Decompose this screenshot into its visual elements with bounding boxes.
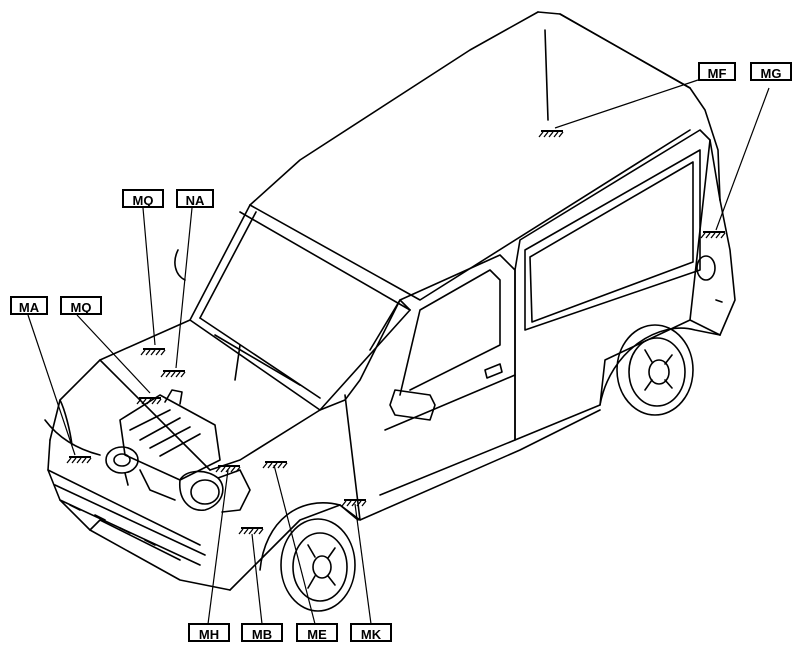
ground-symbol-icon — [66, 456, 92, 464]
ground-symbol-icon — [238, 527, 264, 535]
label-mk: MK — [350, 623, 392, 642]
ground-symbol-icon — [700, 231, 726, 239]
label-na: NA — [176, 189, 214, 208]
ground-symbol-icon — [538, 130, 564, 138]
ground-symbol-icon — [160, 370, 186, 378]
label-mq-left: MQ — [60, 296, 102, 315]
leader-lines — [27, 79, 770, 625]
label-mq-top: MQ — [122, 189, 164, 208]
van-body-outline — [44, 11, 736, 612]
label-me: ME — [296, 623, 338, 642]
label-ma: MA — [10, 296, 48, 315]
label-mf: MF — [698, 62, 736, 81]
label-mh: MH — [188, 623, 230, 642]
label-mg: MG — [750, 62, 792, 81]
ground-symbol-icon — [140, 348, 166, 356]
label-mb: MB — [241, 623, 283, 642]
ground-symbol-icon — [341, 499, 367, 507]
